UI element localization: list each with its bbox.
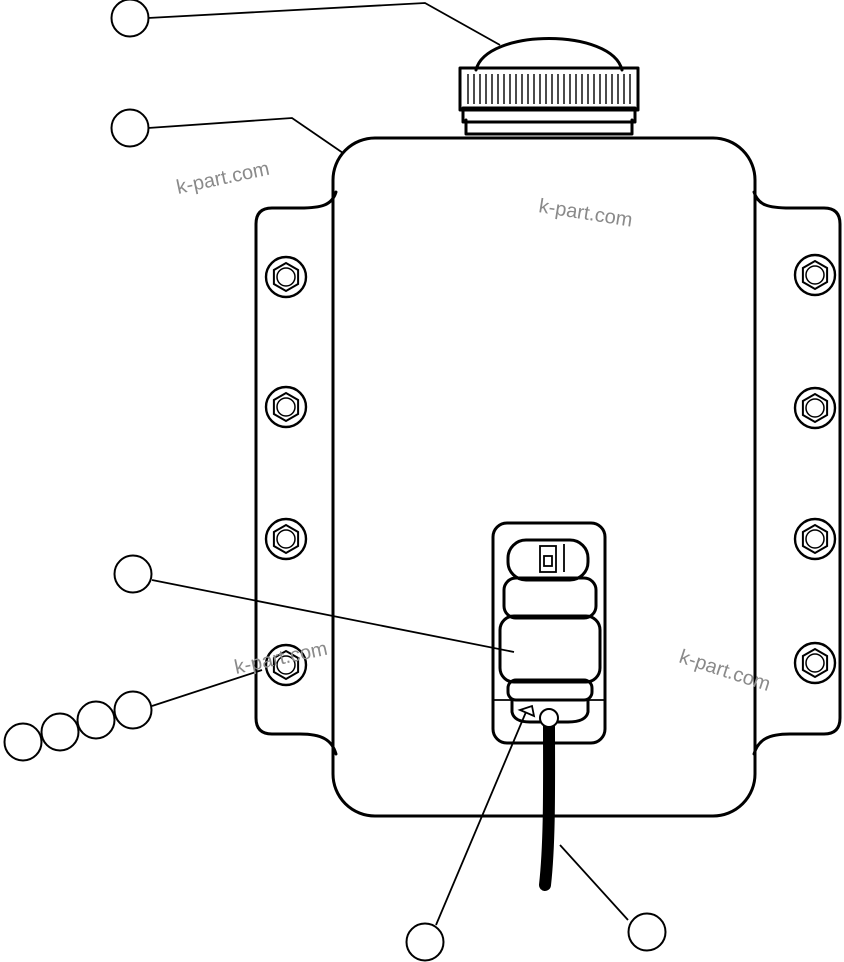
bolt-icon <box>793 386 837 430</box>
bolt-icon <box>793 517 837 561</box>
callout-markers <box>3 0 667 962</box>
watermark: k-part.com <box>537 195 634 232</box>
mounting-flange <box>254 190 842 756</box>
level-sensor <box>491 521 607 745</box>
callout-circle <box>76 700 116 740</box>
callout-circle <box>113 554 153 594</box>
sensor-cable <box>539 708 559 891</box>
bolt-icon <box>264 385 308 429</box>
bolt-icon <box>793 641 837 685</box>
filler-cap <box>458 37 640 136</box>
bolt-icon <box>264 643 308 687</box>
callout-circle <box>627 912 667 952</box>
callout-circle <box>113 690 153 730</box>
bolt-icon <box>264 517 308 561</box>
callout-circle <box>110 108 150 148</box>
bolt-icon <box>793 253 837 297</box>
callout-circle <box>40 712 80 752</box>
callout-circle <box>405 922 445 962</box>
watermark: k-part.com <box>174 158 271 199</box>
mounting-bolts <box>264 253 837 687</box>
cap-grip-ribs <box>467 74 631 104</box>
leader-lines <box>147 2 629 926</box>
callout-circle <box>110 0 150 38</box>
watermark: k-part.com <box>676 646 773 696</box>
callout-circle <box>3 722 43 762</box>
bolt-icon <box>264 255 308 299</box>
